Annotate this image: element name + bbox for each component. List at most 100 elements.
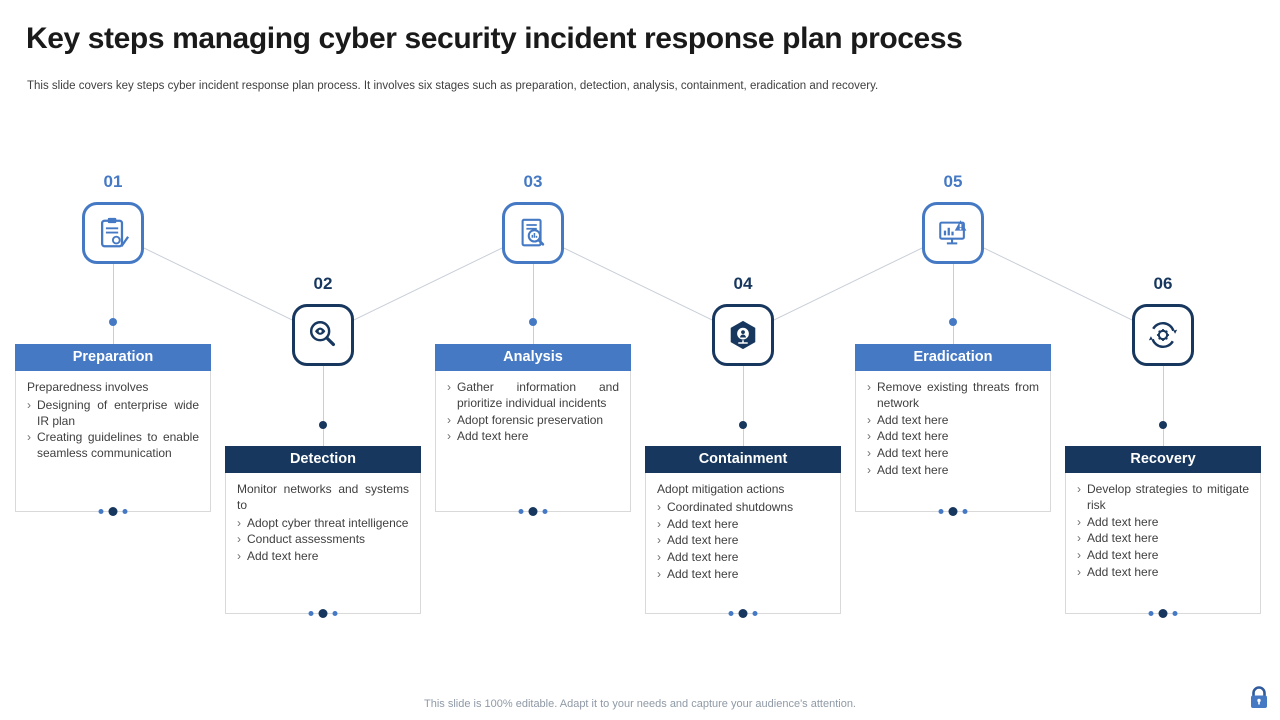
card-dots <box>308 609 338 618</box>
connector-dot <box>949 318 957 326</box>
list-item: ›Add text here <box>1077 565 1249 581</box>
step-intro: Monitor networks and systems to <box>237 482 409 512</box>
bullet-text: Add text here <box>877 429 949 444</box>
list-item: › Add text here <box>657 533 829 549</box>
step-card: Containment Adopt mitigation actions ›Co… <box>645 446 841 618</box>
list-item: › Add text here <box>867 446 1039 462</box>
bullet-marker: › <box>657 499 661 514</box>
bullet-marker: › <box>447 412 451 427</box>
step-title: Preparation <box>15 344 211 371</box>
list-item: ›Add text here <box>1077 548 1249 564</box>
step-card: Preparation Preparedness involves ›Desig… <box>15 344 211 516</box>
list-item: › Adopt forensic preservation <box>447 413 619 429</box>
bullet-marker: › <box>867 429 871 444</box>
step-title: Eradication <box>855 344 1051 371</box>
step-card: Recovery › Develop strategies to mitigate… <box>1065 446 1261 618</box>
bullet-marker: › <box>447 429 451 444</box>
step-title: Detection <box>225 446 421 473</box>
process-diagram: 01 Preparation Preparedness involves ›De… <box>0 160 1280 640</box>
step-body: Monitor networks and systems to › Adopt c… <box>226 473 420 565</box>
bullet-marker: › <box>27 430 31 445</box>
connector-line <box>743 366 744 446</box>
bullet-text: Add text here <box>667 567 739 582</box>
step-number: 03 <box>523 172 543 191</box>
list-item: ›Add text here <box>867 413 1039 429</box>
connector-dot <box>319 421 327 429</box>
list-item: › Add text here <box>867 429 1039 445</box>
bullet-marker: › <box>1077 565 1081 580</box>
bullet-text: Designing of enterprise wide IR plan <box>37 397 199 428</box>
bullet-text: Add text here <box>1087 531 1159 546</box>
list-item: ›Creating guidelines to enable seamless … <box>27 430 199 462</box>
document-magnifier-icon <box>502 202 564 264</box>
bullet-marker: › <box>27 397 31 412</box>
connector-dot <box>739 421 747 429</box>
bullet-marker: › <box>447 380 451 394</box>
connector-line <box>113 264 114 344</box>
card-dots <box>1148 609 1178 618</box>
bullet-text: Add text here <box>247 549 319 564</box>
list-item: › Add text here <box>657 550 829 566</box>
bullet-marker: › <box>1077 482 1081 496</box>
card-dots <box>938 507 968 516</box>
bullet-marker: › <box>1077 514 1081 529</box>
list-item: ›Add text here <box>237 549 409 565</box>
bullet-text: Gather information and prioritize indivi… <box>457 380 619 410</box>
bullet-marker: › <box>1077 531 1081 546</box>
bullet-text: Add text here <box>877 446 949 461</box>
card-dots <box>728 609 758 618</box>
bullet-text: Add text here <box>1087 548 1159 563</box>
step-body: › Develop strategies to mitigate risk › Ad… <box>1066 473 1260 581</box>
bullet-marker: › <box>657 533 661 548</box>
bullet-text: Coordinated shutdowns <box>667 499 794 514</box>
connector-dot <box>529 318 537 326</box>
bullet-marker: › <box>657 516 661 531</box>
clipboard-gear-icon <box>82 202 144 264</box>
editable-note: This slide is 100% editable. Adapt it to… <box>424 698 856 710</box>
step-column-recovery: 06 Recovery › Develop strategies to mitig… <box>1065 160 1261 630</box>
bullet-text: Adopt forensic preservation <box>457 412 604 427</box>
magnifier-eye-icon <box>292 304 354 366</box>
step-body: Adopt mitigation actions ›Coordinated sh… <box>646 473 840 583</box>
bullet-marker: › <box>867 446 871 461</box>
step-column-analysis: 03 Analysis ›Gather information and prio… <box>435 160 631 630</box>
bullet-text: Develop strategies to mitigate risk <box>1087 482 1249 512</box>
step-column-preparation: 01 Preparation Preparedness involves ›De… <box>15 160 211 630</box>
step-number: 01 <box>103 172 123 191</box>
connector-zigzag <box>112 232 1164 336</box>
connector-line <box>323 366 324 446</box>
step-column-containment: 04 Containment Adopt mitigation actions … <box>645 160 841 630</box>
step-title: Containment <box>645 446 841 473</box>
lock-icon <box>1248 685 1270 716</box>
step-number: 06 <box>1153 274 1173 293</box>
step-body: ›Remove existing threats from network ›A… <box>856 371 1050 479</box>
card-dots <box>518 507 548 516</box>
bullet-text: Add text here <box>457 429 529 444</box>
list-item: › Add text here <box>657 517 829 533</box>
bullet-text: Add text here <box>877 463 949 478</box>
list-item: › Designing of enterprise wide IR plan <box>27 398 199 430</box>
bullet-text: Add text here <box>667 533 739 548</box>
bullet-marker: › <box>657 567 661 582</box>
bullet-marker: › <box>237 532 241 547</box>
connector-line <box>953 264 954 344</box>
step-title: Recovery <box>1065 446 1261 473</box>
bullet-text: Add text here <box>1087 514 1159 529</box>
list-item: › Add text here <box>657 567 829 583</box>
slide-subtitle: This slide covers key steps cyber incide… <box>27 80 879 92</box>
bullet-text: Conduct assessments <box>247 532 366 547</box>
bullet-text: Adopt cyber threat intelligence <box>247 515 409 530</box>
bullet-text: Add text here <box>667 550 739 565</box>
hexagon-target-icon <box>712 304 774 366</box>
list-item: ›Remove existing threats from network <box>867 380 1039 412</box>
step-number: 04 <box>733 274 753 293</box>
list-item: › Add text here <box>447 429 619 445</box>
connector-line <box>1163 366 1164 446</box>
list-item: › Add text here <box>1077 531 1249 547</box>
bullet-marker: › <box>657 550 661 565</box>
connector-dot <box>1159 421 1167 429</box>
bullet-text: Add text here <box>667 516 739 531</box>
bullet-marker: › <box>867 412 871 427</box>
bullet-text: Remove existing threats from network <box>877 380 1039 410</box>
list-item: › Coordinated shutdowns <box>657 500 829 516</box>
